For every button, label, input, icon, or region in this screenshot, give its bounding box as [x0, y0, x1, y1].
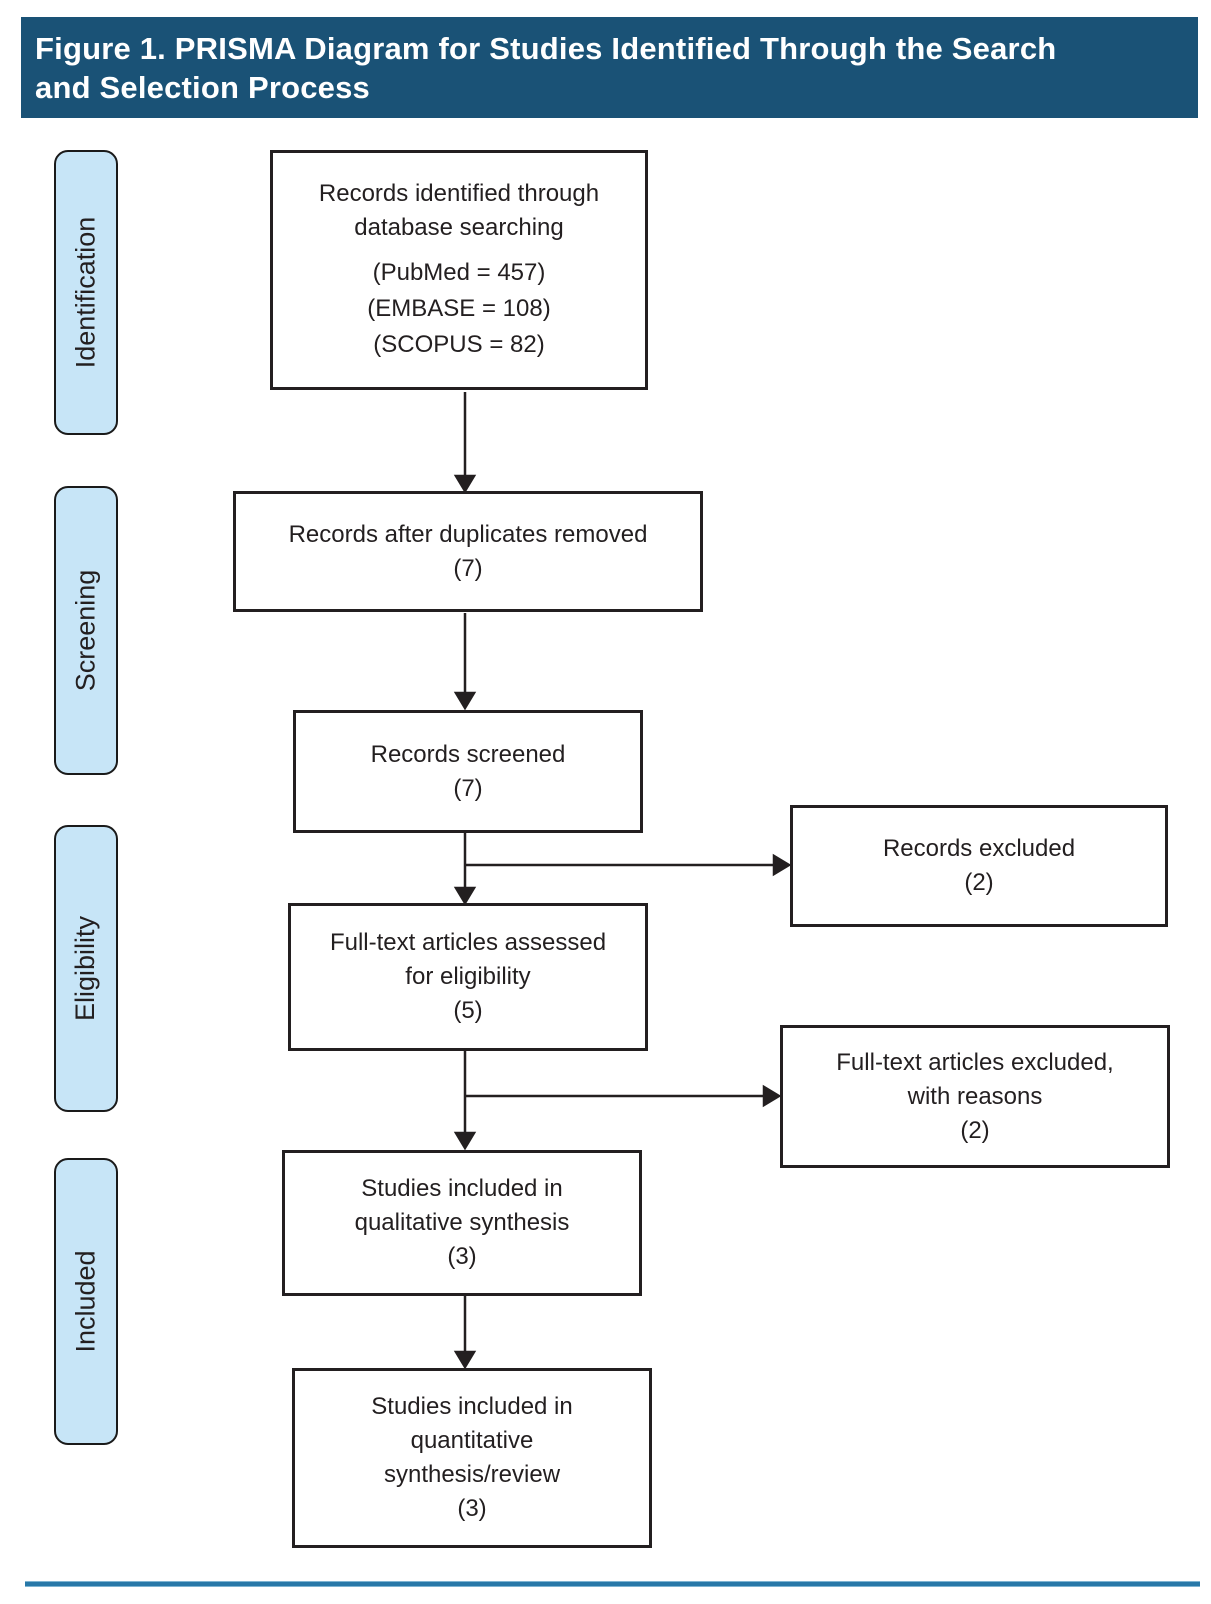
box-fulltext-assessed-line2: for eligibility [405, 963, 531, 990]
stage-label-screening: Screening [54, 486, 118, 775]
box-quantitative-synthesis-line3: synthesis/review [383, 1461, 561, 1488]
arrowhead-down-2 [453, 691, 477, 711]
box-records-screened: Records screened (7) [293, 710, 643, 833]
arrowhead-down-1 [453, 474, 477, 494]
box-qualitative-synthesis-count: (3) [447, 1243, 477, 1270]
stage-label-eligibility-text: Eligibility [70, 915, 101, 1022]
box-duplicates-removed-line1: Records after duplicates removed [288, 520, 648, 548]
box-duplicates-removed-count: (7) [453, 554, 483, 582]
stage-label-included-text: Included [70, 1250, 101, 1353]
box-fulltext-assessed: Full-text articles assessed for eligibil… [288, 903, 648, 1051]
box-quantitative-synthesis-line2: quantitative [410, 1427, 534, 1454]
box-records-identified-source3: (SCOPUS = 82) [373, 331, 545, 358]
box-fulltext-assessed-line1: Full-text articles assessed [329, 929, 607, 956]
box-records-identified-line1: Records identified through [318, 180, 600, 207]
box-records-excluded-line1: Records excluded [882, 835, 1076, 862]
figure-title-line1: Figure 1. PRISMA Diagram for Studies Ide… [35, 31, 1057, 66]
stage-label-identification-text: Identification [70, 216, 101, 369]
stage-label-included: Included [54, 1158, 118, 1445]
box-quantitative-synthesis-line1: Studies included in [371, 1393, 573, 1420]
stage-label-identification: Identification [54, 150, 118, 435]
box-qualitative-synthesis-line1: Studies included in [361, 1175, 563, 1202]
box-fulltext-excluded-line1: Full-text articles excluded, [836, 1048, 1114, 1076]
box-quantitative-synthesis: Studies included in quantitative synthes… [292, 1368, 652, 1548]
figure-title-bar: Figure 1. PRISMA Diagram for Studies Ide… [21, 17, 1198, 118]
box-records-screened-line1: Records screened [370, 740, 566, 768]
figure-title-line2: and Selection Process [35, 70, 370, 105]
stage-label-eligibility: Eligibility [54, 825, 118, 1112]
box-fulltext-excluded: Full-text articles excluded, with reason… [780, 1025, 1170, 1168]
box-fulltext-assessed-count: (5) [453, 997, 483, 1024]
arrowhead-down-5 [453, 1350, 477, 1370]
box-records-excluded: Records excluded (2) [790, 805, 1168, 927]
box-records-excluded-count: (2) [964, 869, 994, 896]
box-records-screened-count: (7) [453, 774, 483, 802]
stage-label-screening-text: Screening [70, 569, 101, 692]
box-quantitative-synthesis-count: (3) [457, 1495, 487, 1522]
box-records-identified: Records identified through database sear… [270, 150, 648, 390]
box-duplicates-removed: Records after duplicates removed (7) [233, 491, 703, 612]
bottom-divider [25, 1581, 1200, 1587]
box-fulltext-excluded-line2: with reasons [907, 1082, 1043, 1110]
box-qualitative-synthesis-line2: qualitative synthesis [354, 1209, 570, 1236]
box-records-identified-source1: (PubMed = 457) [372, 259, 546, 286]
box-records-identified-source2: (EMBASE = 108) [367, 295, 551, 322]
box-qualitative-synthesis: Studies included in qualitative synthesi… [282, 1150, 642, 1296]
box-records-identified-line2: database searching [354, 214, 564, 241]
box-fulltext-excluded-count: (2) [960, 1116, 990, 1144]
arrowhead-down-3 [453, 886, 477, 906]
arrowhead-right-2 [762, 1084, 782, 1108]
arrowhead-right-1 [772, 853, 792, 877]
arrowhead-down-4 [453, 1131, 477, 1151]
